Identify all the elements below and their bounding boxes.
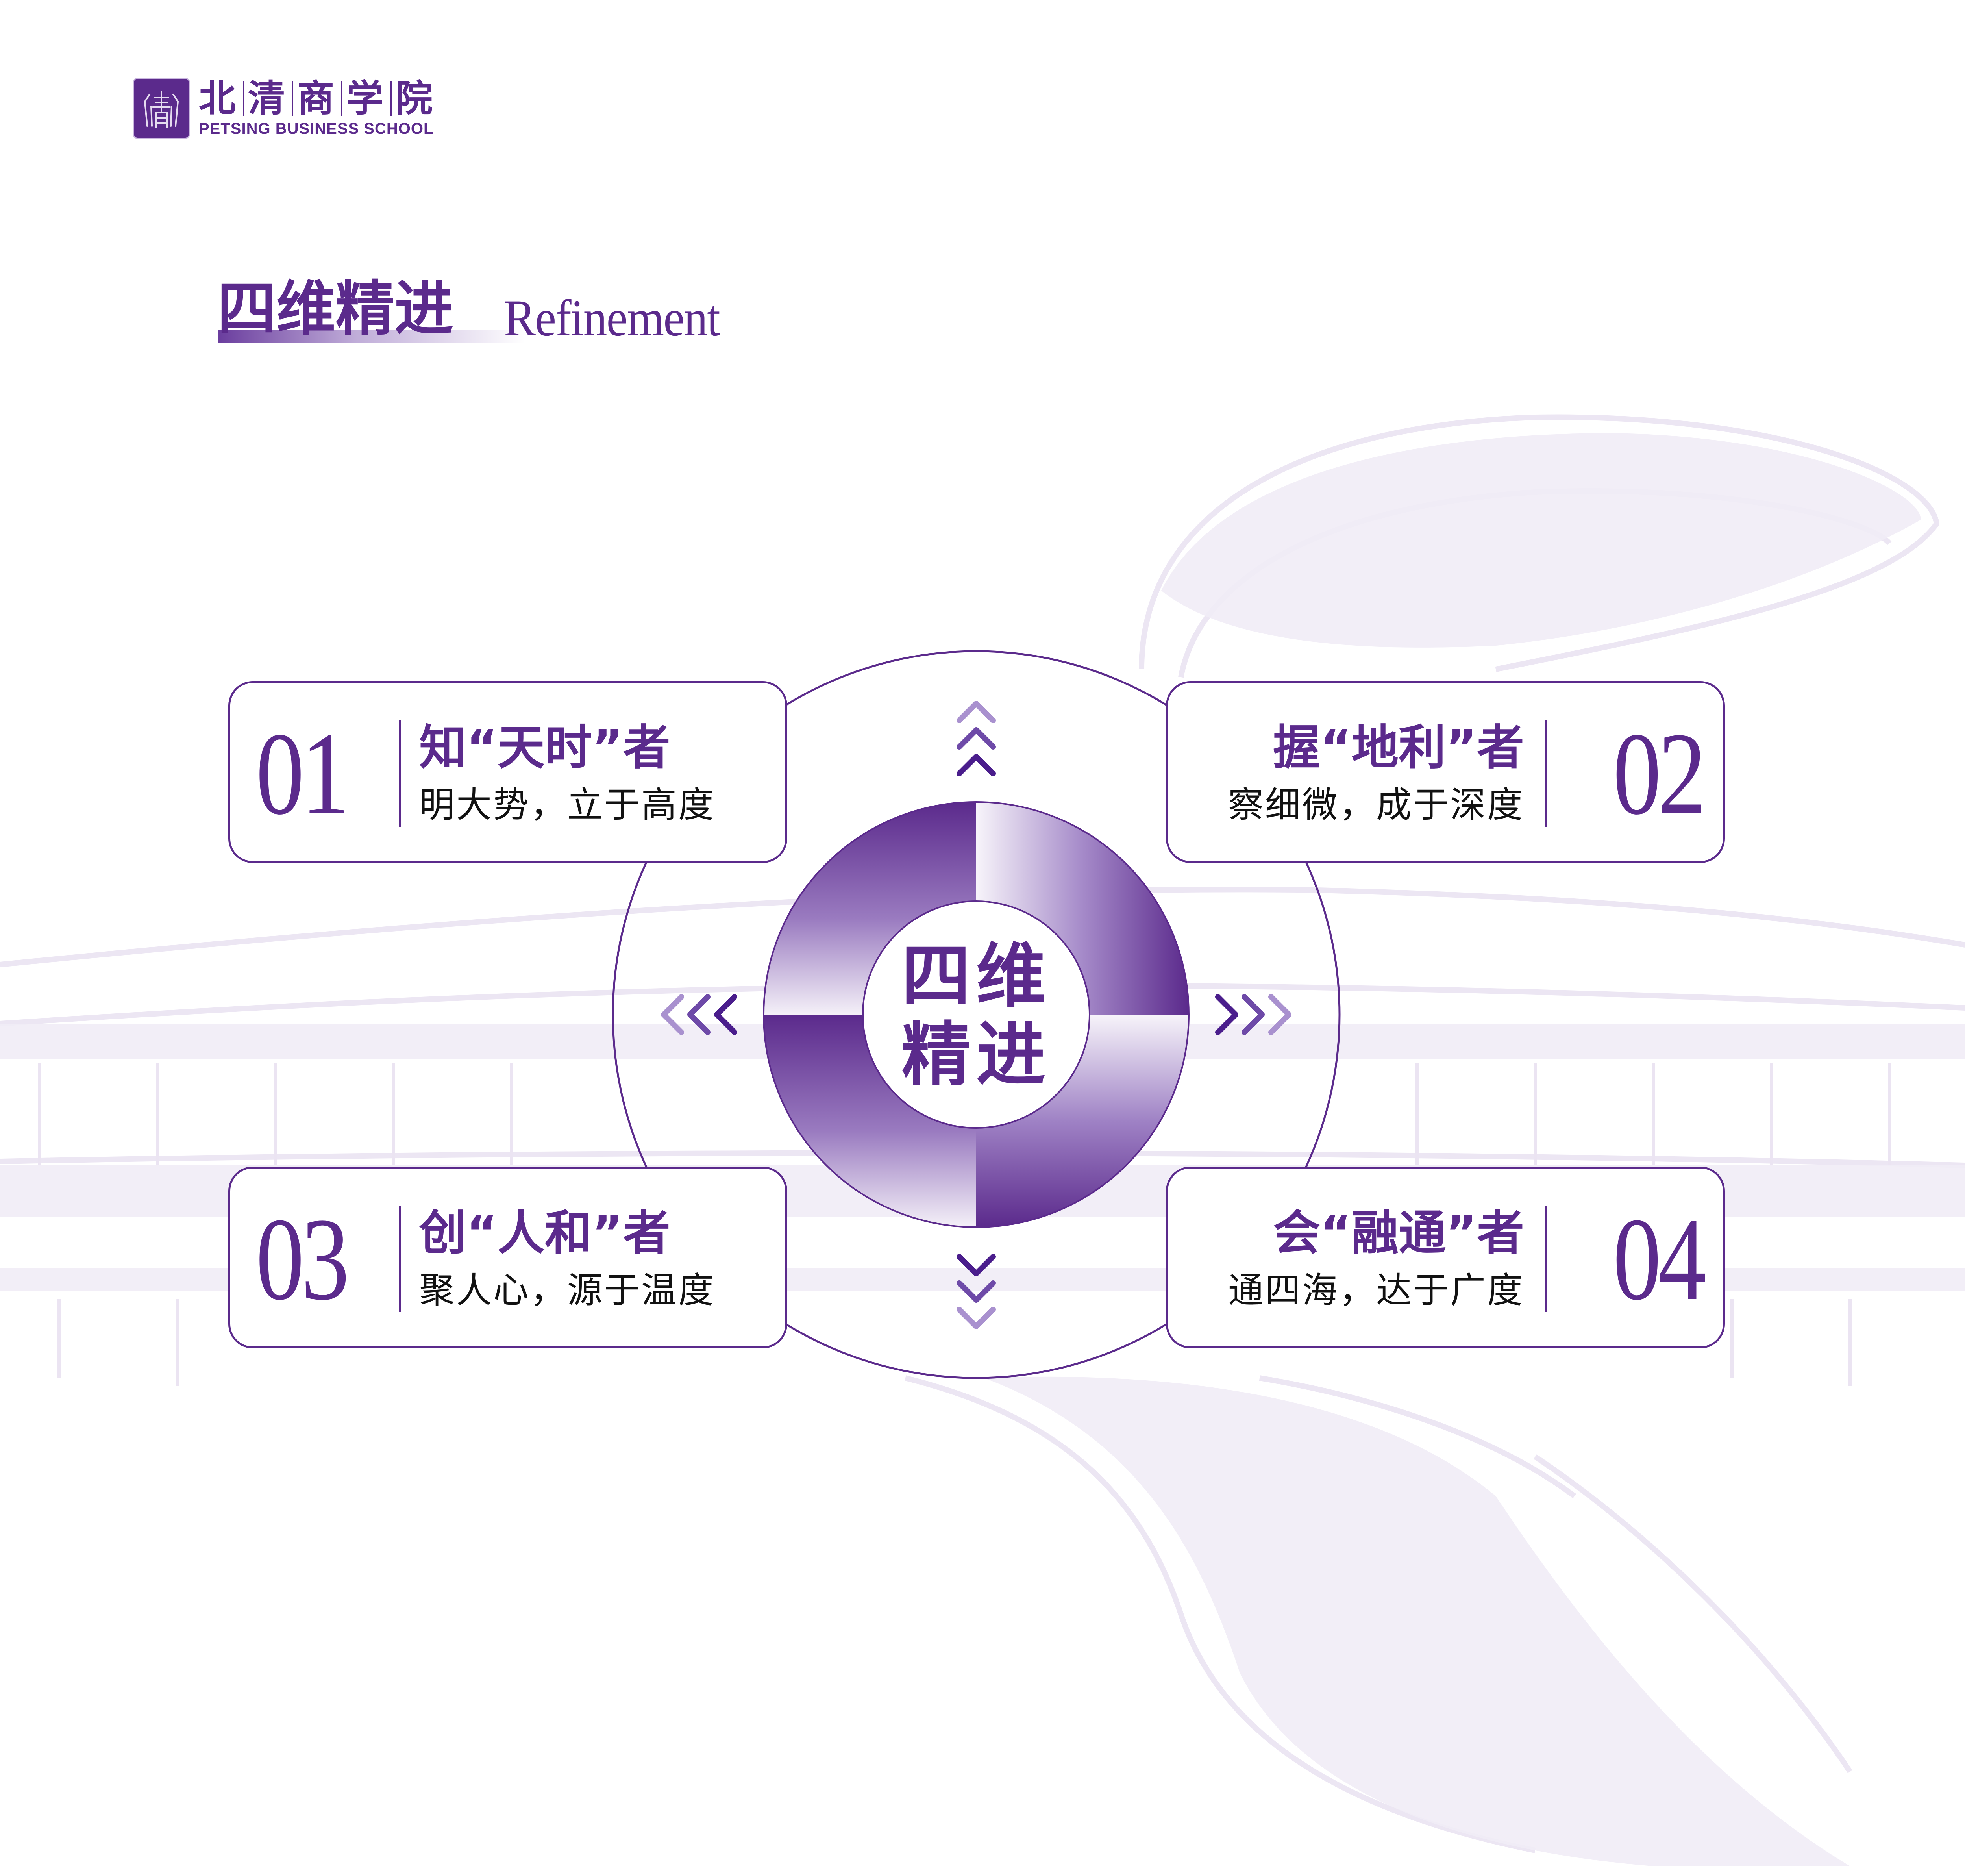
card-divider — [1545, 720, 1547, 827]
logo-name-en: PETSING BUSINESS SCHOOL — [199, 120, 434, 137]
card-heading: 握“地利”者 — [1273, 720, 1524, 775]
logo-char: 北 — [199, 77, 239, 120]
center-label: 四维 精进 — [862, 902, 1090, 1130]
logo-separator — [243, 81, 244, 116]
chevrons-right-icon — [1215, 994, 1291, 1035]
title-underline — [218, 330, 525, 343]
logo-name-cn: 北清商学院 — [199, 77, 436, 120]
petsing-seal-icon — [144, 91, 179, 128]
card-heading: 会“融通”者 — [1273, 1206, 1524, 1261]
logo-char: 学 — [346, 77, 387, 120]
center-label-line1: 四维 — [901, 936, 1051, 1017]
ring-segment-bottom-right — [976, 1015, 1189, 1227]
card-number: 04 — [1613, 1194, 1706, 1324]
ring-segment-top-left — [764, 802, 976, 1015]
card-subtitle: 聚人心，源于温度 — [419, 1270, 715, 1311]
logo-char: 商 — [297, 77, 338, 120]
card-heading: 知“天时”者 — [419, 720, 670, 775]
logo-char: 清 — [248, 77, 289, 120]
chevrons-up-icon — [957, 701, 996, 776]
logo-separator — [390, 81, 392, 116]
center-label-line2: 精进 — [901, 1015, 1051, 1095]
ring-outer-edge — [763, 801, 1190, 1228]
ring-segment-top-right — [976, 802, 1189, 1015]
card-heading: 创“人和”者 — [419, 1206, 670, 1261]
card-divider — [399, 1206, 401, 1312]
ring-segment-bottom-left — [764, 1015, 976, 1227]
card-renhe: 03 创“人和”者 聚人心，源于温度 — [228, 1167, 787, 1348]
chevrons-down-icon — [957, 1254, 996, 1329]
card-number: 01 — [256, 708, 350, 839]
page-title: 四维精进 — [217, 275, 454, 343]
card-divider — [1545, 1206, 1547, 1312]
logo-char: 院 — [396, 77, 436, 120]
outer-orbit-circle — [612, 650, 1341, 1379]
card-number: 03 — [256, 1194, 350, 1324]
card-subtitle: 明大势，立于高度 — [419, 784, 715, 826]
page-subtitle-en: Refinement — [504, 289, 720, 347]
card-number: 02 — [1613, 708, 1706, 839]
logo-seal — [134, 79, 189, 138]
ring-inner-circle — [862, 900, 1090, 1129]
card-divider — [399, 720, 401, 827]
card-tianshi: 01 知“天时”者 明大势，立于高度 — [228, 681, 787, 863]
logo-separator — [292, 81, 294, 116]
logo-separator — [341, 81, 343, 116]
card-rongtong: 04 会“融通”者 通四海，达于广度 — [1166, 1167, 1725, 1348]
card-dili: 02 握“地利”者 察细微，成于深度 — [1166, 681, 1725, 863]
chevrons-left-icon — [661, 994, 737, 1035]
card-subtitle: 察细微，成于深度 — [1228, 784, 1524, 826]
card-subtitle: 通四海，达于广度 — [1228, 1270, 1524, 1311]
